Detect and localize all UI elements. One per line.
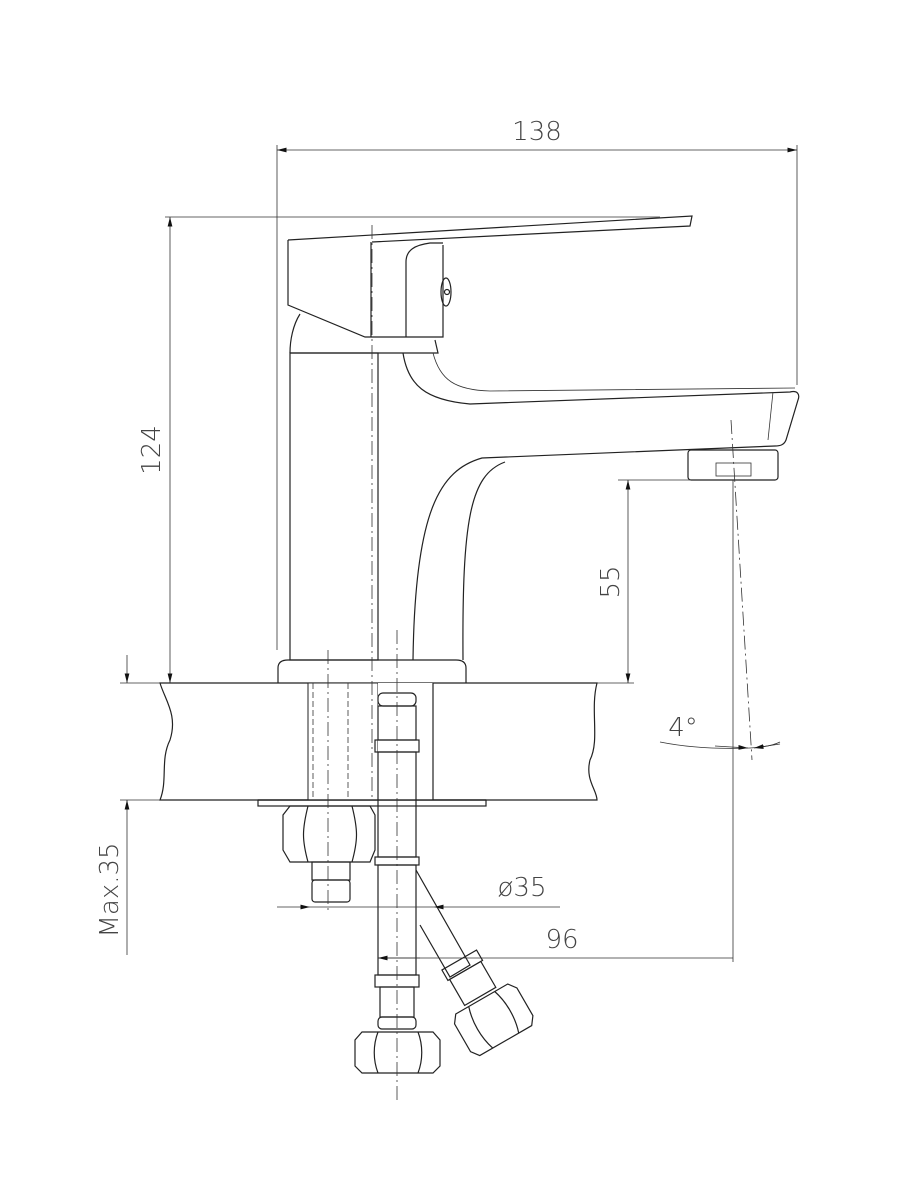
faucet-body (257, 215, 800, 807)
dim-overall-width: 138 (512, 117, 562, 147)
dim-overall-height: 124 (137, 425, 167, 475)
mounting-nut (282, 805, 376, 903)
dim-spout-reach: 96 (545, 925, 578, 955)
centerlines (327, 225, 753, 1100)
dim-spout-clearance: 55 (596, 565, 626, 598)
dim-max-counter-thickness: Max.35 (95, 842, 125, 937)
dim-spout-angle: 4° (668, 713, 698, 743)
dim-mounting-hole: ø35 (498, 873, 547, 903)
dimension-lines (120, 145, 798, 962)
